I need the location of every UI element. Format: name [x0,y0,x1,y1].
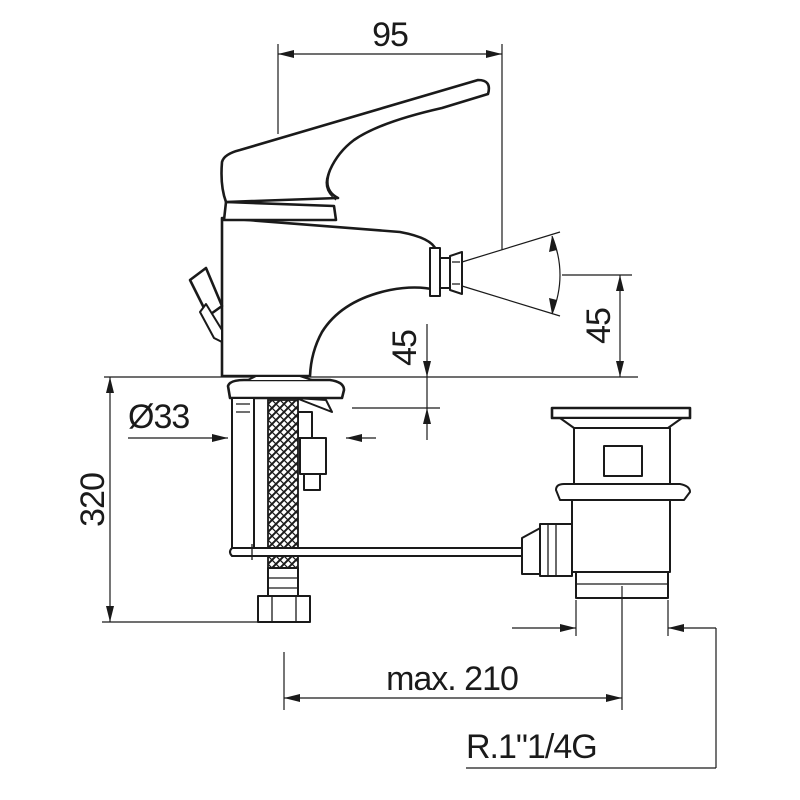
dimension-thread: R.1"1/4G [466,600,717,769]
dimension-spray-height: 45 [352,324,440,440]
dim-spray-height-label: 45 [386,330,424,366]
dimension-spray-angle: 45 [461,231,632,377]
fixing-assembly [226,375,346,549]
dimension-max-210: max. 210 [283,586,623,710]
dim-95-label: 95 [372,16,408,54]
dimension-95: 95 [277,16,503,250]
mixer-body [220,78,491,378]
dim-spray-angle-label: 45 [580,308,618,344]
popup-rod [229,544,523,560]
spray-head [429,247,463,297]
dim-diameter-label: Ø33 [128,398,189,436]
waste-assembly [521,406,692,599]
dim-max-210-label: max. 210 [386,660,518,698]
flexible-hose [257,399,311,623]
dim-320-label: 320 [74,473,112,527]
popup-knob [188,266,224,343]
dim-thread-label: R.1"1/4G [466,728,597,766]
dimension-diameter: Ø33 [128,398,376,442]
dimension-320: 320 [74,377,258,623]
